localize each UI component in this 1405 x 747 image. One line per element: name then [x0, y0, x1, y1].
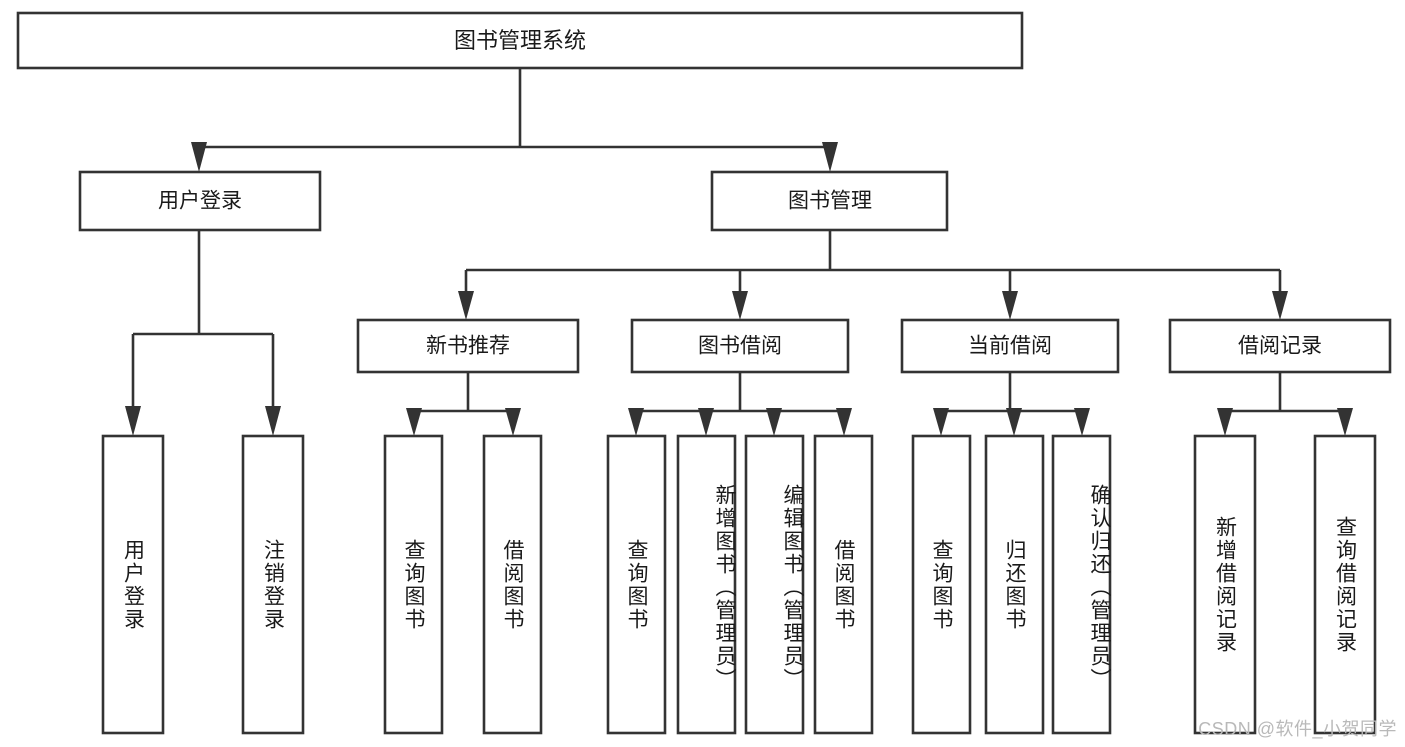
- leaf-box-user-login[interactable]: [101, 434, 165, 735]
- connector-root-to-level2: [191, 68, 838, 172]
- node-borrow-record[interactable]: 借阅记录: [1168, 318, 1392, 374]
- arrow-head-icon: [1002, 291, 1018, 320]
- connector-borrow-record-to-leaves: [1217, 372, 1353, 436]
- arrow-head-icon: [766, 408, 782, 436]
- leaf-box-query-record[interactable]: [1313, 434, 1377, 735]
- node-current-borrow[interactable]: 当前借阅: [900, 318, 1120, 374]
- node-new-book-recommend[interactable]: 新书推荐: [356, 318, 580, 374]
- arrow-head-icon: [1074, 408, 1090, 436]
- leaf-box-query-book-3[interactable]: [911, 434, 972, 735]
- arrow-head-icon: [836, 408, 852, 436]
- connector-current-borrow-to-leaves: [933, 372, 1090, 436]
- node-box[interactable]: [16, 11, 1024, 70]
- connector-new-book-recommend-to-leaves: [406, 372, 521, 436]
- arrow-head-icon: [191, 142, 207, 172]
- arrow-head-icon: [933, 408, 949, 436]
- connector-book-manage-to-level3: [458, 230, 1288, 320]
- arrow-head-icon: [628, 408, 644, 436]
- leaf-box-add-book[interactable]: [676, 434, 737, 735]
- leaf-box-confirm-return[interactable]: [1051, 434, 1112, 735]
- node-box[interactable]: [710, 170, 949, 232]
- leaf-boxes: [101, 434, 1377, 735]
- node-label-new-book-recommend: 新书推荐: [426, 335, 510, 358]
- leaf-box-edit-book[interactable]: [744, 434, 805, 735]
- node-box[interactable]: [900, 318, 1120, 374]
- leaf-box-logout[interactable]: [241, 434, 305, 735]
- node-label-borrow-record: 借阅记录: [1238, 335, 1322, 358]
- node-box[interactable]: [630, 318, 850, 374]
- arrow-head-icon: [1006, 408, 1022, 436]
- arrow-head-icon: [125, 406, 141, 436]
- node-book-borrow[interactable]: 图书借阅: [630, 318, 850, 374]
- leaf-box-borrow-book-1[interactable]: [482, 434, 543, 735]
- node-root[interactable]: 图书管理系统: [16, 11, 1024, 70]
- arrow-head-icon: [698, 408, 714, 436]
- leaf-box-borrow-book-2[interactable]: [813, 434, 874, 735]
- connector-book-borrow-to-leaves: [628, 372, 852, 436]
- leaf-box-return-book[interactable]: [984, 434, 1045, 735]
- node-box[interactable]: [78, 170, 322, 232]
- node-label-root: 图书管理系统: [454, 28, 586, 53]
- leaf-box-query-book-1[interactable]: [383, 434, 444, 735]
- node-box[interactable]: [356, 318, 580, 374]
- arrow-head-icon: [732, 291, 748, 320]
- leaf-box-query-book-2[interactable]: [606, 434, 667, 735]
- arrow-head-icon: [458, 291, 474, 320]
- arrow-head-icon: [1272, 291, 1288, 320]
- arrow-head-icon: [505, 408, 521, 436]
- node-user-login[interactable]: 用户登录: [78, 170, 322, 232]
- node-book-manage[interactable]: 图书管理: [710, 170, 949, 232]
- node-label-user-login: 用户登录: [158, 190, 242, 213]
- arrow-head-icon: [1337, 408, 1353, 436]
- node-box[interactable]: [1168, 318, 1392, 374]
- leaf-box-add-record[interactable]: [1193, 434, 1257, 735]
- node-label-current-borrow: 当前借阅: [968, 335, 1052, 358]
- arrow-head-icon: [822, 142, 838, 172]
- connector-user-login-to-leaves: [125, 230, 281, 436]
- node-label-book-borrow: 图书借阅: [698, 335, 782, 358]
- node-label-book-manage: 图书管理: [788, 190, 872, 213]
- arrow-head-icon: [406, 408, 422, 436]
- watermark-text: CSDN @软件_小贺同学: [1198, 719, 1397, 739]
- arrow-head-icon: [265, 406, 281, 436]
- arrow-head-icon: [1217, 408, 1233, 436]
